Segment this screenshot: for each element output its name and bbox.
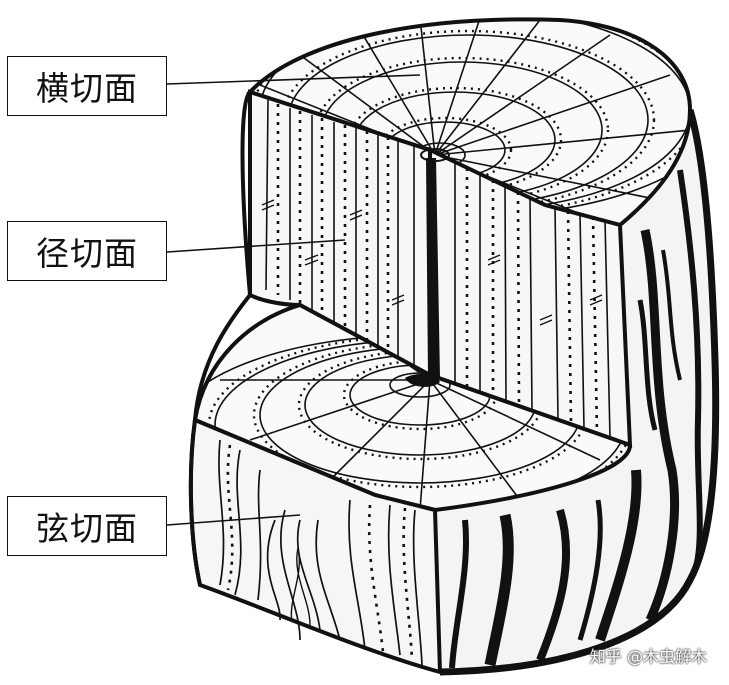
label-tangential-section: 弦切面 <box>7 496 167 556</box>
label-radial-section: 径切面 <box>7 221 167 281</box>
bark <box>433 108 720 676</box>
leader-line-cross <box>166 74 421 85</box>
label-cross-section: 横切面 <box>7 56 167 116</box>
watermark: 知乎 @木虫解木 <box>589 647 707 666</box>
pith <box>420 148 450 378</box>
leader-lines <box>166 74 421 526</box>
leader-line-tangential <box>166 514 301 526</box>
leader-line-radial <box>166 239 346 253</box>
